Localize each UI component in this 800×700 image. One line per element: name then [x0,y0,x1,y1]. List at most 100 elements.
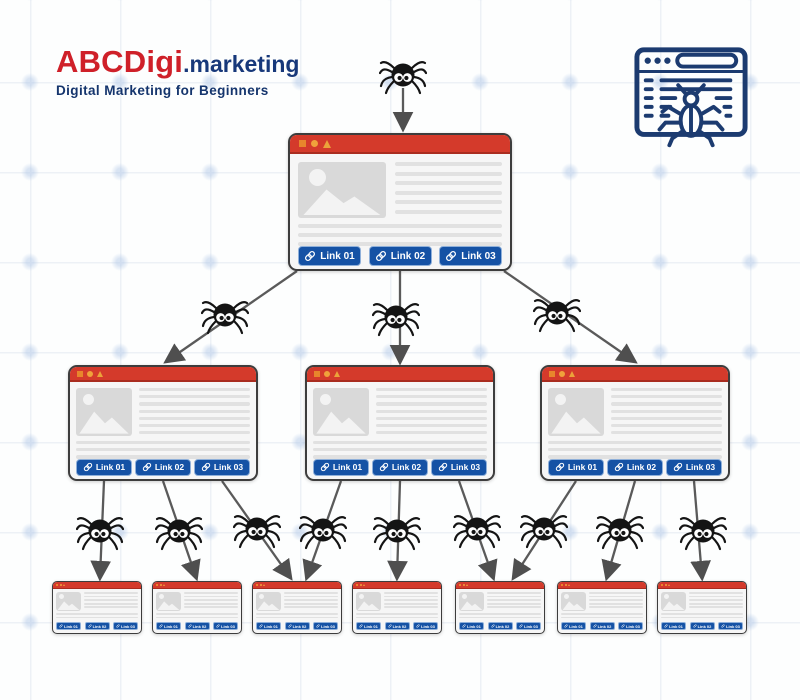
link-01-button[interactable]: Link 01 [313,458,369,476]
link-01-button[interactable]: Link 01 [548,458,604,476]
brand-wordmark: ABCDigi.marketing [56,44,299,80]
chain-link-icon [88,624,92,628]
spider-icon [596,511,644,551]
window-titlebar [307,367,493,382]
chain-link-icon [621,624,625,628]
link-03-button[interactable]: Link 03 [194,458,250,476]
link-label: Link 03 [626,623,640,629]
link-label: Link 03 [321,623,335,629]
chain-link-icon [721,624,725,628]
window-body: Link 01 Link 02 Link 03 [307,382,493,479]
text-placeholder-lines [384,592,438,611]
link-02-button[interactable]: Link 02 [284,622,310,630]
image-placeholder [76,388,132,436]
link-label: Link 01 [467,623,481,629]
window-titlebar [153,582,241,589]
link-02-button[interactable]: Link 02 [135,458,191,476]
link-02-button[interactable]: Link 02 [384,622,410,630]
text-placeholder-lines [661,613,743,619]
link-label: Link 03 [221,623,235,629]
link-label: Link 03 [121,623,135,629]
link-02-button[interactable]: Link 02 [487,622,513,630]
link-label: Link 02 [154,462,185,473]
link-03-button[interactable]: Link 03 [413,622,438,630]
link-button-row: Link 01 Link 02 Link 03 [56,622,138,630]
link-01-button[interactable]: Link 01 [76,458,132,476]
link-button-row: Link 01 Link 02 Link 03 [256,622,338,630]
titlebar-square-icon [356,584,358,586]
link-03-button[interactable]: Link 03 [718,622,743,630]
spider-icon [155,512,203,552]
text-placeholder-lines [561,613,643,619]
window-body: Link 01 Link 02 Link 03 [253,589,341,633]
spider-icon [520,510,568,550]
link-02-button[interactable]: Link 02 [368,246,432,266]
spider-icon [372,298,420,338]
link-01-button[interactable]: Link 01 [56,622,81,630]
link-01-button[interactable]: Link 01 [356,622,381,630]
link-03-button[interactable]: Link 03 [431,458,487,476]
link-label: Link 01 [332,462,363,473]
window-body: Link 01 Link 02 Link 03 [53,589,141,633]
link-02-button[interactable]: Link 02 [84,622,110,630]
link-label: Link 01 [669,623,683,629]
window-body: Link 01 Link 02 Link 03 [353,589,441,633]
image-placeholder [256,592,281,611]
link-03-button[interactable]: Link 03 [618,622,643,630]
titlebar-triangle-icon [263,584,265,586]
link-button-row: Link 01 Link 02 Link 03 [298,246,502,266]
link-03-button[interactable]: Link 03 [313,622,338,630]
link-button-row: Link 01 Link 02 Link 03 [356,622,438,630]
link-02-button[interactable]: Link 02 [184,622,210,630]
titlebar-square-icon [256,584,258,586]
chain-link-icon [491,624,495,628]
link-02-button[interactable]: Link 02 [372,458,428,476]
text-placeholder-lines [589,592,643,611]
link-button-row: Link 01 Link 02 Link 03 [661,622,743,630]
titlebar-circle-icon [664,584,667,586]
spider-icon [453,510,501,550]
window-titlebar [290,135,510,154]
link-03-button[interactable]: Link 03 [439,246,502,266]
link-03-button[interactable]: Link 03 [213,622,238,630]
link-button-row: Link 01 Link 02 Link 03 [313,458,487,476]
titlebar-triangle-icon [163,584,165,586]
link-03-button[interactable]: Link 03 [516,622,541,630]
image-placeholder [56,592,81,611]
link-01-button[interactable]: Link 01 [256,622,281,630]
link-01-button[interactable]: Link 01 [459,622,484,630]
link-01-button[interactable]: Link 01 [661,622,686,630]
text-placeholder-lines [284,592,338,611]
link-01-button[interactable]: Link 01 [561,622,586,630]
image-placeholder [548,388,604,436]
link-03-button[interactable]: Link 03 [666,458,722,476]
titlebar-triangle-icon [63,584,65,586]
titlebar-triangle-icon [334,370,340,377]
level2-webpage-window-3: Link 01 Link 02 Link 03 [540,365,730,481]
link-03-button[interactable]: Link 03 [113,622,138,630]
image-placeholder [298,162,386,218]
text-placeholder-lines [356,613,438,619]
spider-icon [373,512,421,552]
window-titlebar [70,367,256,382]
window-body: Link 01 Link 02 Link 03 [658,589,746,633]
link-label: Link 02 [626,462,657,473]
window-titlebar [558,582,646,589]
image-placeholder [661,592,686,611]
window-titlebar [53,582,141,589]
link-button-row: Link 01 Link 02 Link 03 [76,458,250,476]
text-placeholder-lines [313,441,487,459]
titlebar-triangle-icon [466,584,468,586]
link-01-button[interactable]: Link 01 [156,622,181,630]
link-label: Link 01 [95,462,126,473]
link-01-button[interactable]: Link 01 [298,246,361,266]
titlebar-square-icon [56,584,58,586]
link-button-row: Link 01 Link 02 Link 03 [548,458,722,476]
link-label: Link 03 [726,623,740,629]
link-02-button[interactable]: Link 02 [607,458,663,476]
link-label: Link 02 [597,623,612,629]
link-label: Link 01 [320,250,355,262]
link-02-button[interactable]: Link 02 [589,622,615,630]
link-02-button[interactable]: Link 02 [689,622,715,630]
